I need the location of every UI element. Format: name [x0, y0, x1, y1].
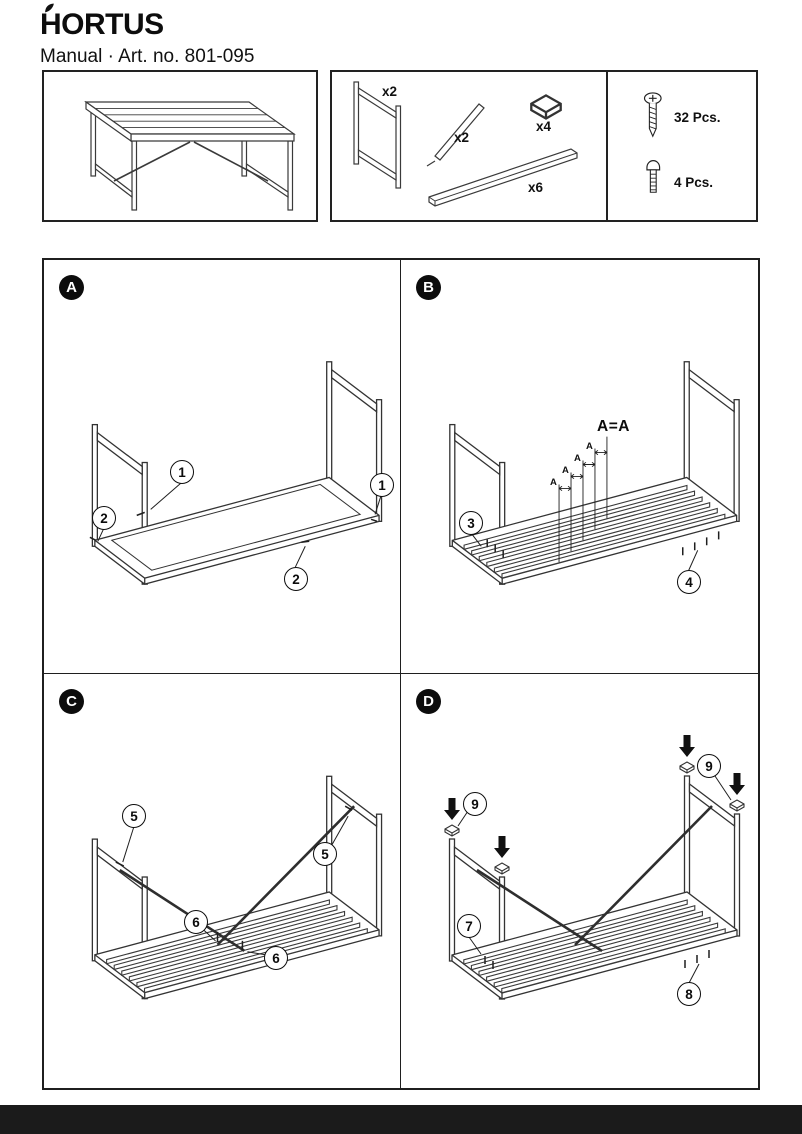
callout-marker: 1	[170, 460, 194, 484]
assembled-table-drawing	[84, 100, 296, 211]
dimension-lines	[558, 436, 608, 563]
brace-qty: x2	[454, 130, 470, 145]
fasteners-cell: 32 Pcs. 4 Pcs.	[606, 72, 756, 220]
press-arrow-icon	[679, 735, 695, 757]
leader-lines	[457, 775, 732, 984]
dim-label: A	[562, 465, 569, 476]
step-badge-d: D	[416, 689, 441, 714]
screw-marks	[486, 531, 720, 559]
dim-label: A	[586, 441, 593, 452]
press-arrow-icon	[494, 836, 510, 858]
step-panel-c: C	[44, 674, 401, 1088]
step-panel-d: D	[401, 674, 758, 1088]
callout-marker: 1	[370, 473, 394, 497]
brand-logo: HORTUS	[40, 3, 164, 44]
leader-lines	[97, 482, 382, 568]
product-illustration-box	[42, 70, 318, 222]
foot-cap-icon	[729, 799, 745, 812]
step-b-drawing	[449, 361, 740, 585]
manual-subtitle: Manual · Art. no. 801-095	[40, 46, 255, 67]
callout-marker: 3	[459, 511, 483, 535]
callout-marker: 4	[677, 570, 701, 594]
dim-label: A	[574, 453, 581, 464]
step-badge-c: C	[59, 689, 84, 714]
step-badge-b: B	[416, 275, 441, 300]
step-panel-a: A	[44, 260, 401, 674]
slat-qty: x6	[528, 180, 544, 195]
brand-name: HORTUS	[40, 8, 164, 41]
screw-marks	[115, 805, 353, 951]
components-drawing	[353, 81, 578, 207]
callout-marker: 5	[313, 842, 337, 866]
screw-qty: 32 Pcs.	[674, 110, 721, 125]
cap-part-drawing	[530, 94, 562, 120]
callout-marker: 7	[457, 914, 481, 938]
end-frame-qty: x2	[382, 84, 398, 99]
screw-icon	[643, 92, 662, 138]
bolt-qty: 4 Pcs.	[674, 175, 714, 190]
callout-marker: 2	[92, 506, 116, 530]
callout-marker: 6	[264, 946, 288, 970]
callout-marker: 8	[677, 982, 701, 1006]
callout-marker: 9	[697, 754, 721, 778]
leaf-icon	[45, 3, 54, 13]
callout-marker: 5	[122, 804, 146, 828]
step-panel-b: B	[401, 260, 758, 674]
callout-marker: 9	[463, 792, 487, 816]
leader-lines	[470, 533, 699, 571]
step-c-drawing	[91, 775, 383, 1000]
foot-cap-icon	[494, 862, 510, 875]
press-arrow-icon	[729, 773, 745, 795]
equal-spacing-annotation: A=A	[597, 418, 630, 435]
fasteners-drawing	[643, 92, 662, 193]
press-arrow-icon	[444, 798, 460, 820]
foot-cap-icon	[679, 761, 695, 774]
dim-label: A	[550, 477, 557, 488]
brace-part-drawing	[434, 103, 485, 161]
screw-marks	[484, 950, 710, 969]
callout-marker: 6	[184, 910, 208, 934]
parts-box: x2 x2 x4 x6	[330, 70, 758, 222]
leader-lines	[122, 815, 349, 956]
components-cell: x2 x2 x4 x6	[332, 72, 606, 220]
step-d-drawing	[444, 735, 745, 1000]
callout-marker: 2	[284, 567, 308, 591]
step-badge-a: A	[59, 275, 84, 300]
foot-cap-icon	[444, 824, 460, 837]
assembly-steps: A	[42, 258, 760, 1090]
bolt-icon	[646, 160, 661, 193]
step-a-drawing	[89, 361, 383, 585]
cap-qty: x4	[536, 119, 552, 134]
screw-marks	[89, 511, 378, 544]
end-frame-part-drawing	[353, 81, 360, 165]
table-frame-drawing	[91, 361, 383, 585]
footer-bar	[0, 1105, 802, 1134]
